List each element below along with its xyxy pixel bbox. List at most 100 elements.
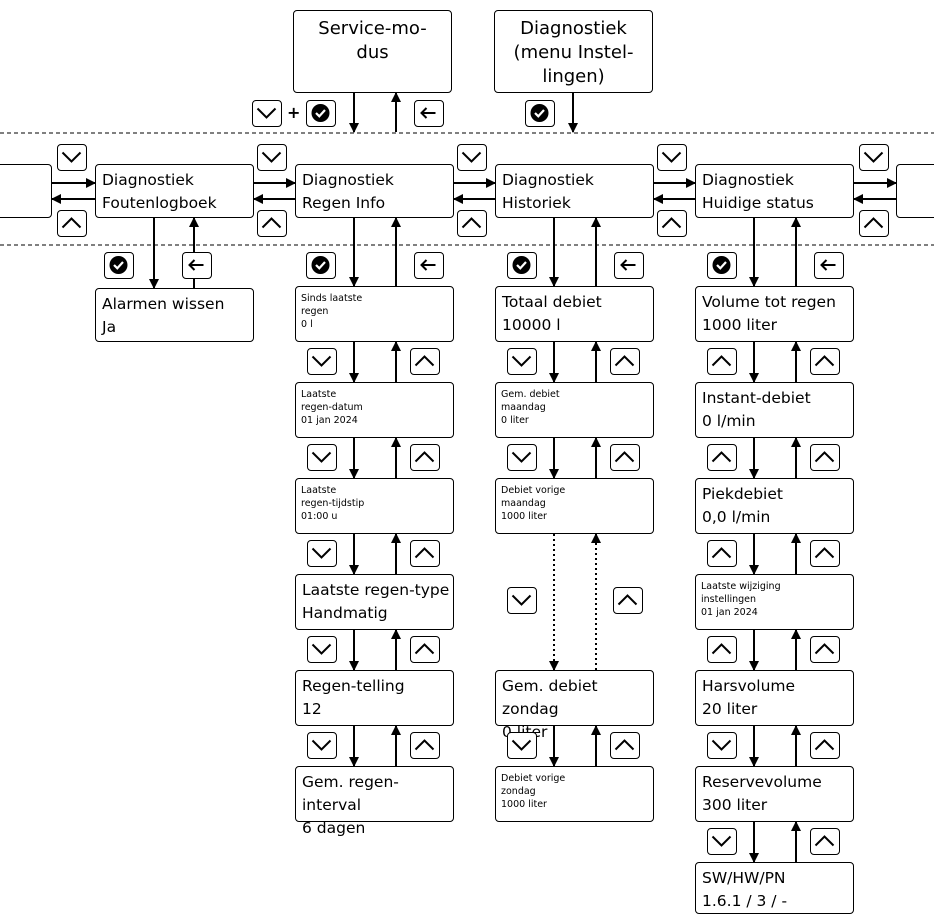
chevron-up-icon [414, 547, 435, 559]
chevron-up-button[interactable] [610, 348, 640, 375]
chevron-down-button[interactable] [307, 540, 337, 567]
confirm-check-button[interactable] [525, 100, 555, 127]
totaal-debiet-box: Totaal debiet 10000 l [495, 286, 654, 342]
back-arrow-button[interactable] [414, 252, 444, 279]
chevron-up-button[interactable] [257, 210, 287, 237]
regen-telling-box: Regen-telling 12 [295, 670, 454, 726]
confirm-check-button[interactable] [707, 252, 737, 279]
confirm-check-button[interactable] [306, 252, 336, 279]
chevron-down-icon [511, 739, 532, 751]
chevron-up-icon [414, 451, 435, 463]
chevron-up-button[interactable] [810, 348, 840, 375]
chevron-down-icon [311, 547, 332, 559]
chevron-down-icon [863, 151, 884, 163]
chevron-up-button[interactable] [810, 636, 840, 663]
check-circle-icon [109, 256, 128, 274]
chevron-up-button[interactable] [810, 444, 840, 471]
chevron-down-icon [311, 355, 332, 367]
chevron-up-icon [711, 643, 732, 655]
laatste-regen-datum-box: Laatste regen-datum 01 jan 2024 [295, 382, 454, 438]
chevron-up-button[interactable] [707, 636, 737, 663]
chevron-up-button[interactable] [410, 348, 440, 375]
chevron-up-icon [661, 217, 682, 229]
chevron-up-button[interactable] [610, 444, 640, 471]
chevron-down-button[interactable] [707, 732, 737, 759]
chevron-up-icon [814, 835, 835, 847]
confirm-check-button[interactable] [507, 252, 537, 279]
chevron-down-icon [256, 107, 277, 119]
volume-tot-regen-box: Volume tot regen 1000 liter [695, 286, 854, 342]
harsvolume-box: Harsvolume 20 liter [695, 670, 854, 726]
chevron-down-button[interactable] [859, 144, 889, 171]
chevron-up-icon [614, 355, 635, 367]
chevron-down-button[interactable] [507, 732, 537, 759]
chevron-up-button[interactable] [410, 444, 440, 471]
check-circle-icon [311, 256, 330, 274]
chevron-down-button[interactable] [457, 144, 487, 171]
debiet-vorige-zondag-box: Debiet vorige zondag 1000 liter [495, 766, 654, 822]
chevron-up-button[interactable] [410, 636, 440, 663]
arrow-left-icon [820, 259, 836, 271]
sw-hw-pn-box: SW/HW/PN 1.6.1 / 3 / - [695, 862, 854, 914]
chevron-down-button[interactable] [307, 348, 337, 375]
chevron-up-button[interactable] [657, 210, 687, 237]
check-circle-icon [311, 104, 330, 122]
chevron-up-icon [461, 217, 482, 229]
chevron-down-button[interactable] [57, 144, 87, 171]
chevron-up-icon [711, 547, 732, 559]
confirm-check-button[interactable] [306, 100, 336, 127]
plus-sign: + [287, 103, 301, 122]
chevron-up-button[interactable] [613, 587, 643, 614]
instant-debiet-box: Instant-debiet 0 l/min [695, 382, 854, 438]
gem-debiet-maandag-box: Gem. debiet maandag 0 liter [495, 382, 654, 438]
chevron-up-icon [814, 643, 835, 655]
chevron-down-button[interactable] [657, 144, 687, 171]
partial-menu-left [0, 164, 52, 218]
chevron-down-button[interactable] [307, 636, 337, 663]
piekdebiet-box: Piekdebiet 0,0 l/min [695, 478, 854, 534]
chevron-up-button[interactable] [810, 540, 840, 567]
chevron-up-button[interactable] [457, 210, 487, 237]
chevron-down-icon [511, 355, 532, 367]
chevron-down-button[interactable] [307, 732, 337, 759]
chevron-up-button[interactable] [707, 348, 737, 375]
chevron-up-icon [863, 217, 884, 229]
chevron-up-icon [814, 739, 835, 751]
back-arrow-button[interactable] [414, 100, 444, 127]
alarmen-wissen-box: Alarmen wissen Ja [95, 288, 254, 342]
chevron-up-button[interactable] [707, 540, 737, 567]
chevron-up-button[interactable] [57, 210, 87, 237]
chevron-up-button[interactable] [810, 828, 840, 855]
chevron-up-button[interactable] [810, 732, 840, 759]
chevron-up-button[interactable] [859, 210, 889, 237]
back-arrow-button[interactable] [814, 252, 844, 279]
back-arrow-button[interactable] [182, 252, 212, 279]
chevron-down-button[interactable] [507, 348, 537, 375]
chevron-down-button[interactable] [707, 828, 737, 855]
chevron-down-button[interactable] [507, 587, 537, 614]
chevron-up-icon [711, 355, 732, 367]
chevron-up-icon [61, 217, 82, 229]
chevron-down-icon [311, 739, 332, 751]
chevron-up-button[interactable] [707, 444, 737, 471]
chevron-down-icon [261, 151, 282, 163]
chevron-down-button[interactable] [507, 444, 537, 471]
chevron-down-icon [461, 151, 482, 163]
chevron-up-button[interactable] [410, 732, 440, 759]
chevron-up-button[interactable] [410, 540, 440, 567]
confirm-check-button[interactable] [104, 252, 134, 279]
back-arrow-button[interactable] [614, 252, 644, 279]
diagnostiek-huidige-status-menu: Diagnostiek Huidige status [695, 164, 854, 218]
chevron-up-icon [814, 547, 835, 559]
gem-debiet-zondag-box: Gem. debiet zondag 0 liter [495, 670, 654, 741]
chevron-up-button[interactable] [610, 732, 640, 759]
arrow-left-icon [188, 259, 204, 271]
chevron-down-button[interactable] [307, 444, 337, 471]
chevron-down-icon [61, 151, 82, 163]
partial-menu-right [896, 164, 934, 218]
check-circle-icon [530, 104, 549, 122]
chevron-down-button[interactable] [252, 100, 282, 127]
chevron-up-icon [414, 355, 435, 367]
chevron-up-icon [414, 739, 435, 751]
chevron-down-button[interactable] [257, 144, 287, 171]
